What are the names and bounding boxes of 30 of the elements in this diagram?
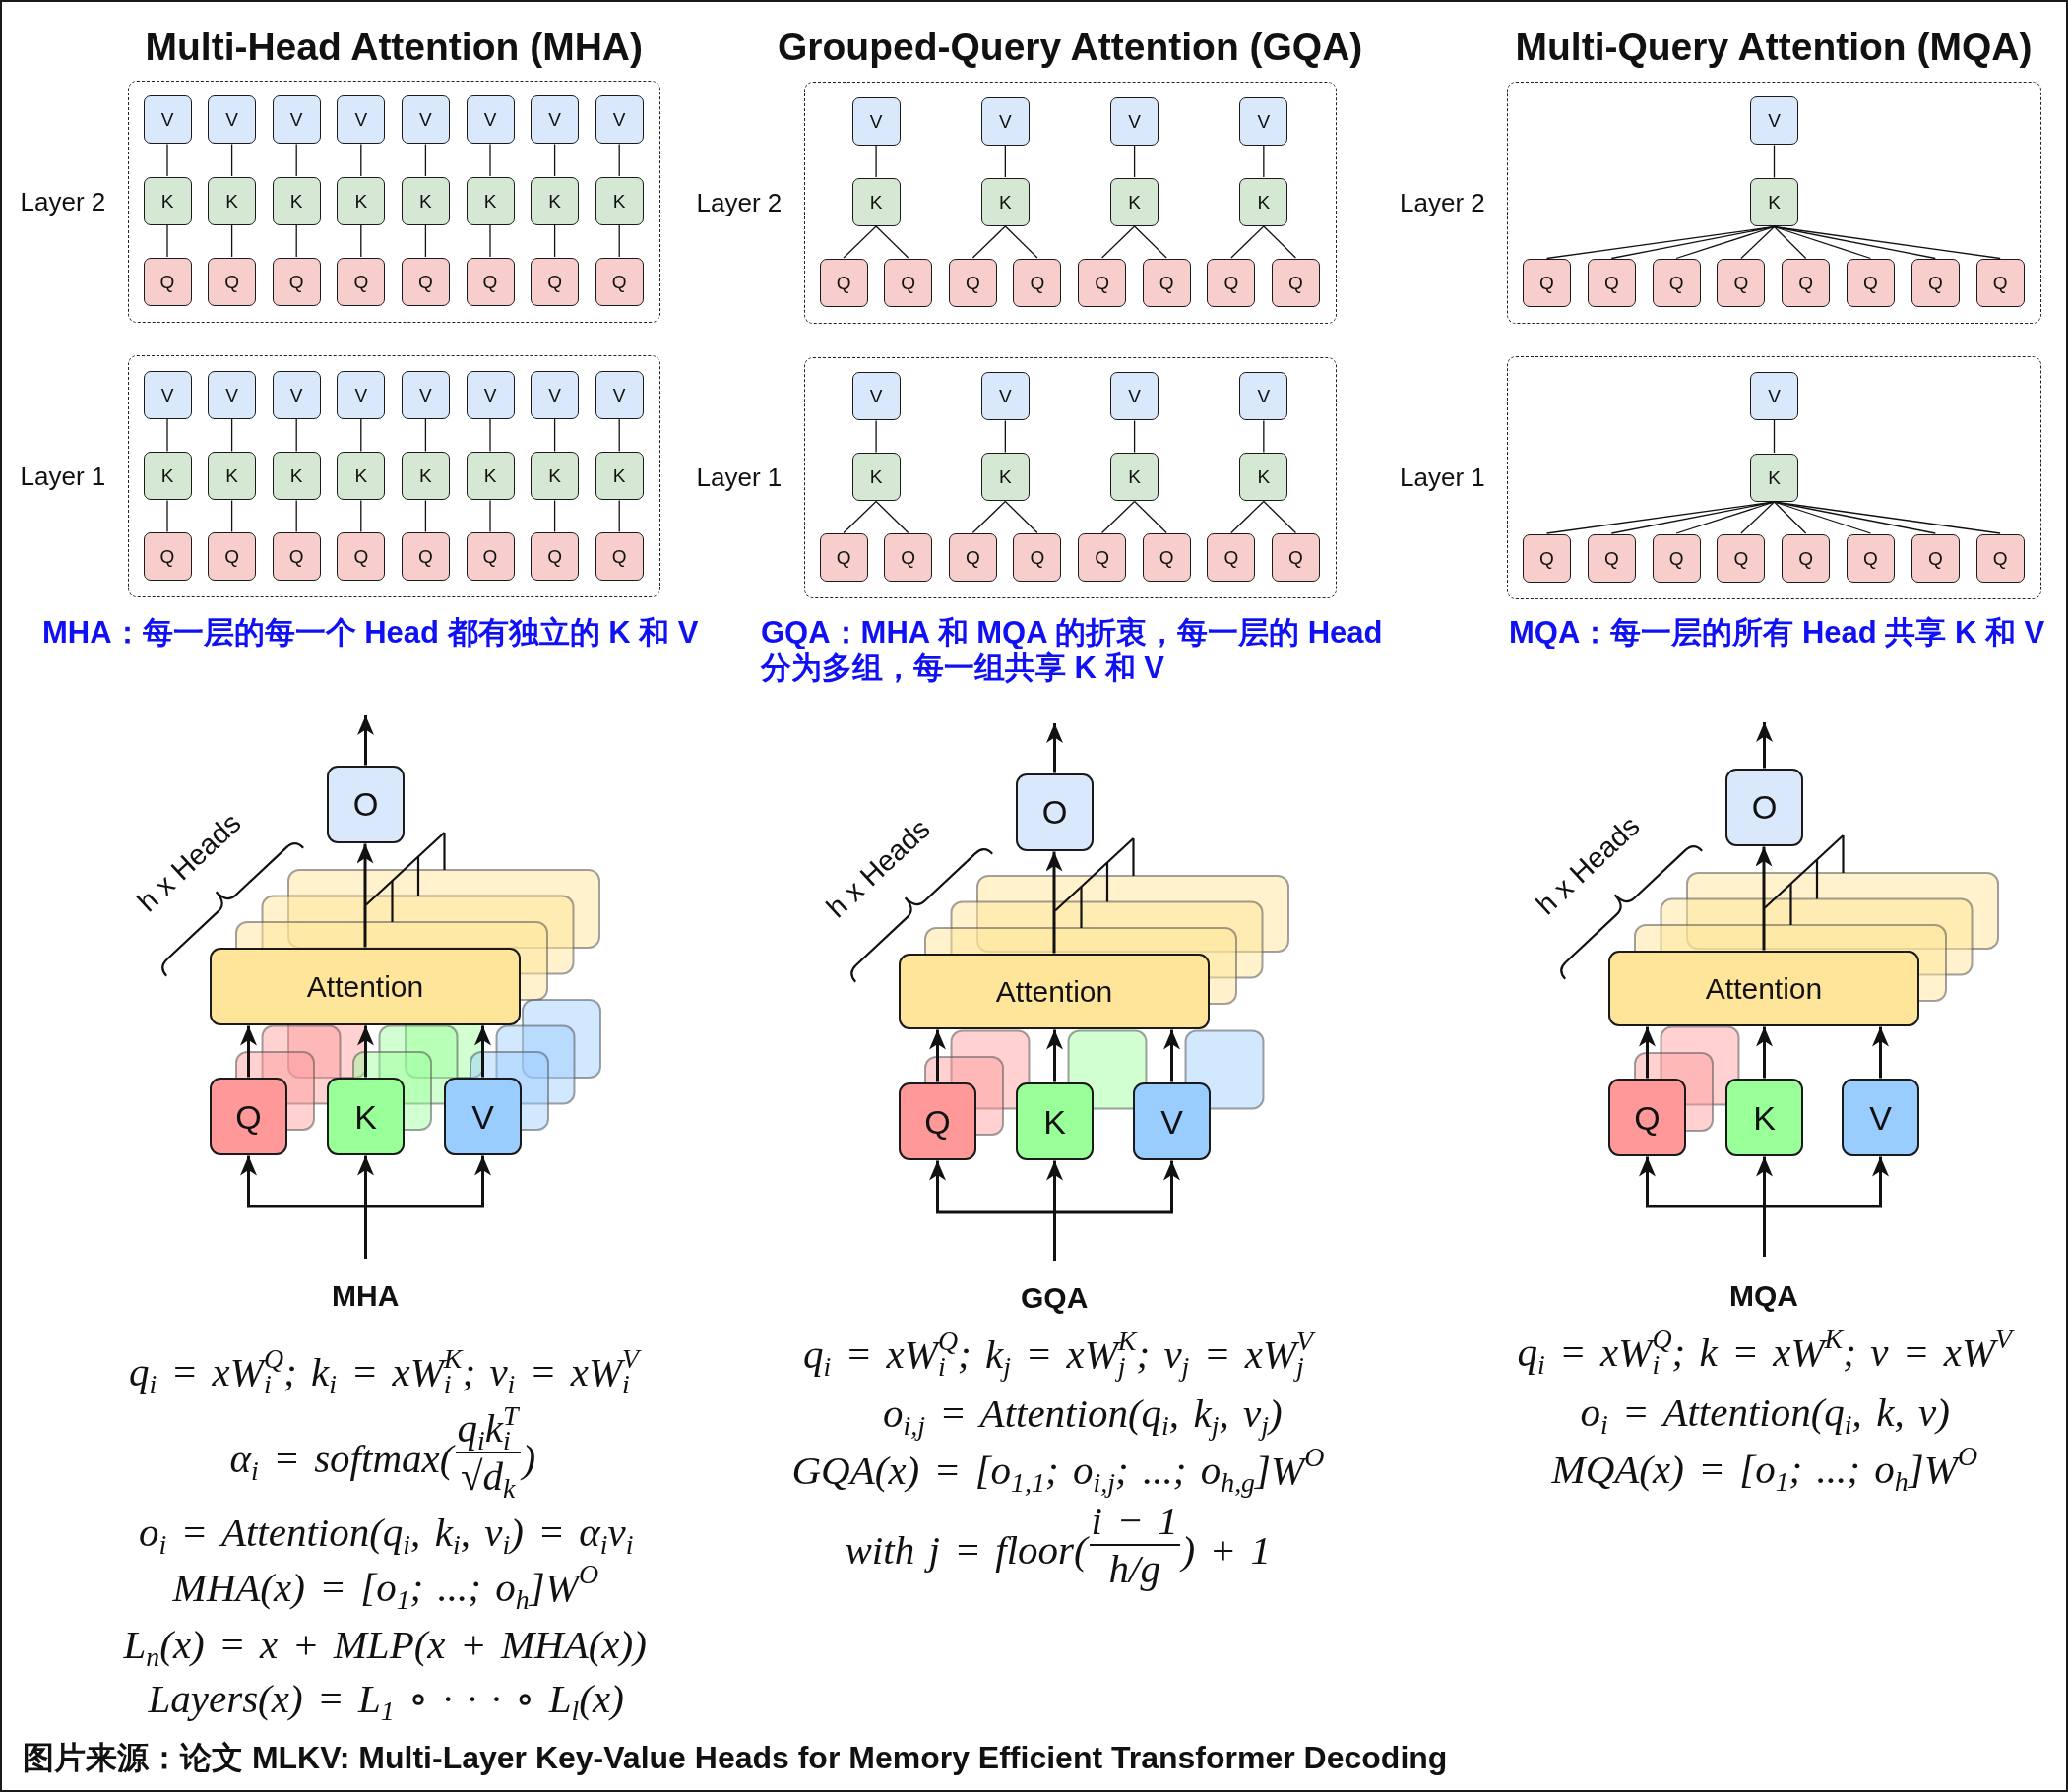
panel-heading: Multi-Head Attention (MHA): [145, 25, 643, 70]
panel-heading: Grouped-Query Attention (GQA): [778, 25, 1363, 70]
description-text: MQA：每一层的所有 Head 共享 K 和 V: [1509, 615, 2045, 650]
layer-label: Layer 1: [1400, 463, 1485, 493]
layer-label: Layer 2: [1400, 187, 1485, 217]
math-formula: α$_{i}$ = softmax(: [229, 1434, 454, 1483]
fraction-numerator: i − 1: [1091, 1500, 1178, 1543]
math-formula: with j = floor(: [845, 1525, 1088, 1575]
layer-label: Layer 2: [696, 187, 783, 217]
description-text: MHA：每一层的每一个 Head 都有独立的 K 和 V: [42, 615, 699, 650]
math-formula: ) + 1: [1181, 1525, 1272, 1575]
fraction-denominator: √d$_{k}$: [461, 1455, 516, 1499]
description-text: GQA：MHA 和 MQA 的折衷，每一层的 Head 分为多组，每一组共享 K 和 V: [761, 615, 1384, 686]
panel-heading: Multi-Query Attention (MQA): [1515, 25, 2033, 70]
math-formula: o$_{i}$ = Attention(q$_{i}$, k, v): [1580, 1388, 1950, 1437]
variant-label: GQA: [1021, 1281, 1089, 1315]
math-formula: q$_{i}$ = xW$_{i}$$^{Q}$; k = xW$^{K}$; v = xW$^{V}$: [1517, 1328, 2013, 1377]
math-formula: Layers(x) = L$_{1}$ ∘ · · · ∘ L$_{l}$(x): [148, 1674, 624, 1723]
variant-label: MHA: [332, 1279, 400, 1313]
variant-label: MQA: [1729, 1279, 1798, 1313]
source-caption: 图片来源：论文 MLKV: Multi-Layer Key-Value Heads for Memory Efficient Transformer Decoding: [23, 1739, 1448, 1776]
layer-label: Layer 1: [20, 462, 106, 491]
math-formula: MHA(x) = [o$_{1}$; ...; o$_{h}$]W$^{O}$: [172, 1563, 599, 1612]
layer-label: Layer 2: [20, 186, 106, 216]
math-formula: o$_{i}$ = Attention(q$_{i}$, k$_{i}$, v$_{i}$) = α$_{i}$v$_{i}$: [139, 1508, 634, 1557]
layer-label: Layer 1: [696, 463, 783, 493]
math-formula: MQA(x) = [o$_{1}$; ...; o$_{h}$]W$^{O}$: [1551, 1445, 1978, 1494]
fraction-denominator: h/g: [1108, 1548, 1160, 1591]
math-formula: ): [522, 1434, 536, 1483]
math-formula: L$_{n}$(x) = x + MLP(x + MHA(x)): [123, 1620, 647, 1669]
